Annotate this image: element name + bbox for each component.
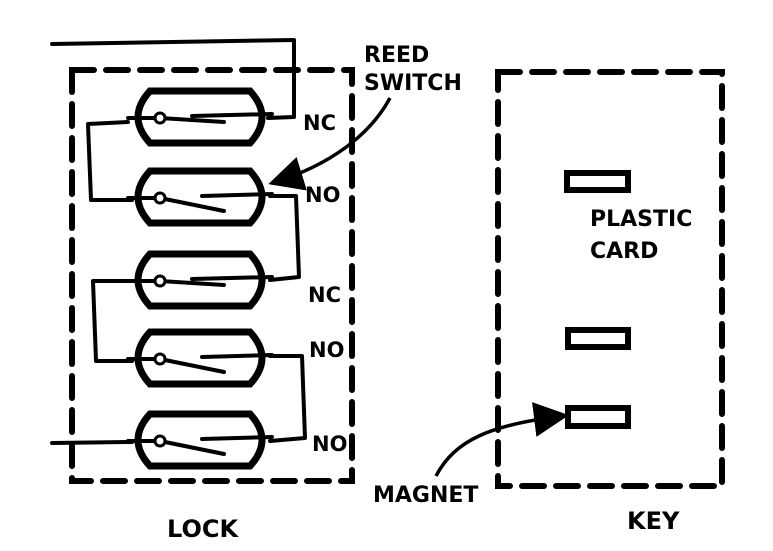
reed-switch-capsule [134,328,266,388]
input-wire [50,38,296,120]
contact-label: NO [312,432,347,456]
reed-fixed-contact [200,353,274,359]
reed-switch-label-line1: REED [364,43,429,68]
reed-blade [158,116,226,124]
magnet-slot [565,405,631,429]
reed-blade [158,279,226,287]
wire-s3-s4 [91,279,134,363]
key-contents: PLASTIC CARD [564,170,692,429]
contact-labels: NC NO NC NO NO [303,111,347,456]
plastic-card-label-line2: CARD [590,239,658,264]
key-dashed-border [495,69,725,489]
wire-s2-s3 [268,194,301,282]
output-wire [50,440,134,445]
reed-fixed-contact [190,112,274,118]
reed-pivot [153,434,167,448]
reed-switch-capsule [134,410,266,470]
contact-label: NC [303,111,336,135]
reed-switch-capsule [134,167,266,227]
reed-pivot [153,274,167,288]
reed-pivot [153,352,167,366]
magnet-callout: MAGNET [373,402,569,508]
reed-fixed-contact [200,435,274,441]
lock-label: LOCK [167,515,239,543]
reed-blade [158,196,226,213]
lock-dashed-border [69,67,355,484]
reed-switch [126,87,274,147]
magnet-slot [564,170,631,193]
reed-switch [126,167,274,227]
reed-pivot [153,191,167,205]
contact-label: NO [305,183,340,207]
key-label: KEY [627,507,680,535]
contact-label: NC [308,283,341,307]
reed-switch [126,250,274,310]
reed-fixed-contact [190,275,274,281]
lock-enclosure [69,67,355,484]
key-enclosure [495,69,725,489]
magnet-label: MAGNET [373,483,478,508]
reed-switch-label-line2: SWITCH [364,71,462,96]
magnet-arrow [434,402,569,477]
reed-switch [126,328,274,388]
wire-s1-s2 [86,120,134,202]
reed-blade [158,439,226,456]
reed-switch-arrow [268,97,392,191]
reed-switch [126,410,274,470]
plastic-card-label-line1: PLASTIC [590,207,692,232]
lock-wiring [50,38,307,445]
reed-switches [126,87,274,470]
reed-switch-callout: REED SWITCH [268,43,462,191]
reed-blade [158,357,226,374]
wire-s4-s5 [268,354,307,443]
reed-pivot [153,111,167,125]
magnet-slot [565,327,631,350]
contact-label: NO [309,338,344,362]
reed-fixed-contact [200,192,274,198]
